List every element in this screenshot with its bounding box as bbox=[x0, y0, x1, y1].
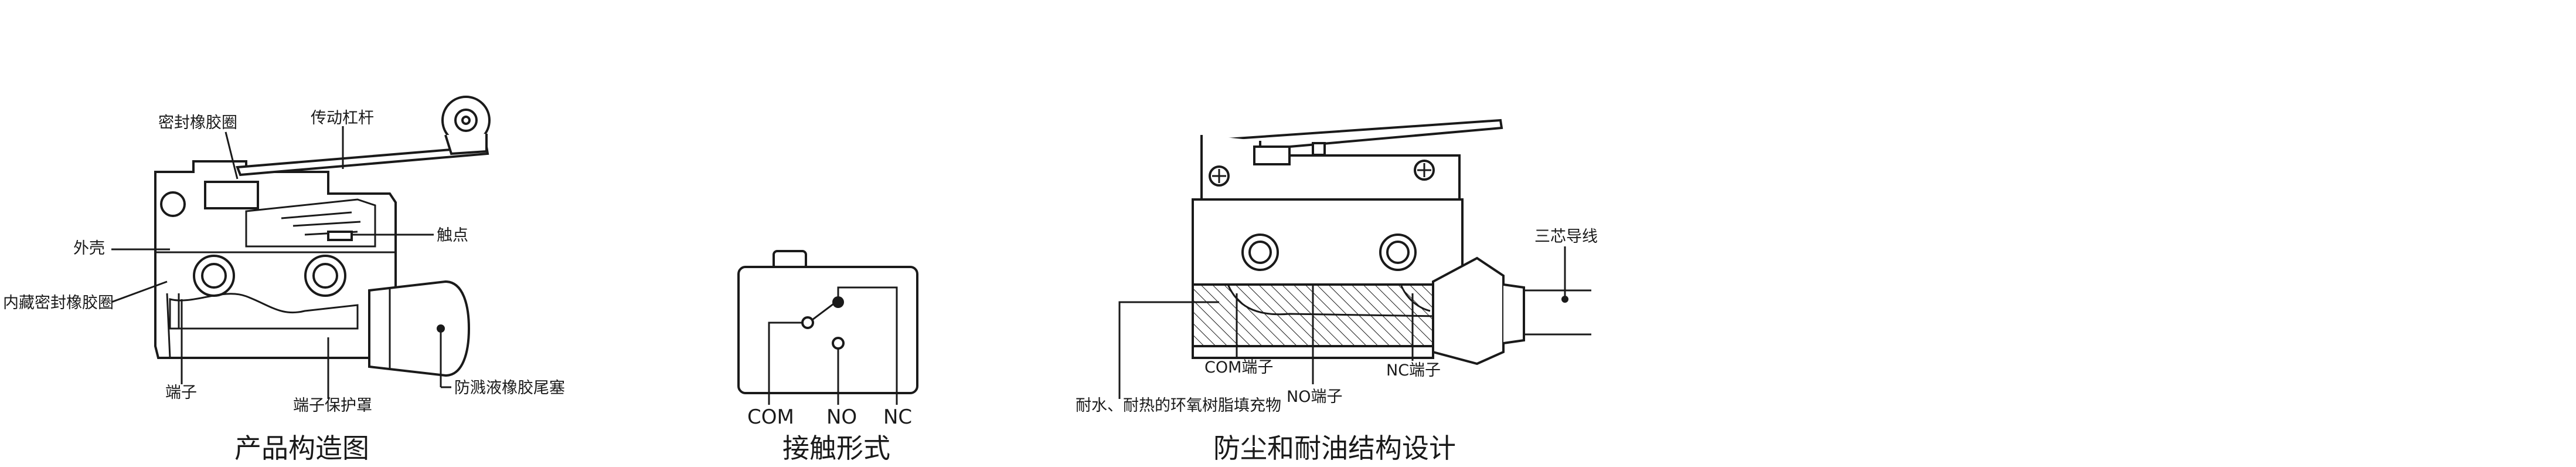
label-splash-plug: 防溅液橡胶尾塞 bbox=[454, 379, 565, 397]
label-com-terminal: COM端子 bbox=[1204, 358, 1273, 377]
label-nc: NC bbox=[883, 405, 912, 429]
label-terminal: 端子 bbox=[165, 384, 197, 402]
label-contact: 触点 bbox=[437, 226, 468, 245]
label-seal-rubber: 密封橡胶圈 bbox=[158, 114, 237, 132]
label-lever: 传动杠杆 bbox=[311, 109, 374, 127]
label-housing: 外壳 bbox=[73, 239, 105, 258]
contact-form-diagram: COM NO NC 接触形式 bbox=[737, 250, 918, 464]
caption-structure: 产品构造图 bbox=[234, 432, 369, 464]
label-inner-seal: 内藏密封橡胶圈 bbox=[3, 294, 114, 312]
label-com: COM bbox=[747, 405, 794, 429]
caption-dustproof: 防尘和耐油结构设计 bbox=[1213, 432, 1456, 464]
structure-diagram: 密封橡胶圈 传动杠杆 触点 外壳 内藏密封橡胶圈 端子 端子保护罩 防溅液橡胶尾… bbox=[3, 96, 565, 464]
label-resin-filler: 耐水、耐热的环氧树脂填充物 bbox=[1076, 397, 1281, 415]
label-no-terminal: NO端子 bbox=[1287, 388, 1342, 406]
caption-contact-form: 接触形式 bbox=[782, 432, 890, 464]
label-terminal-cover: 端子保护罩 bbox=[293, 397, 372, 415]
label-no: NO bbox=[826, 405, 857, 429]
label-nc-terminal: NC端子 bbox=[1386, 361, 1441, 380]
label-three-core-wire: 三芯导线 bbox=[1534, 228, 1598, 246]
dustproof-diagram: 三芯导线 COM端子 NC端子 NO端子 耐水、耐热的环氧树脂填充物 防尘和耐油… bbox=[1076, 119, 1598, 464]
